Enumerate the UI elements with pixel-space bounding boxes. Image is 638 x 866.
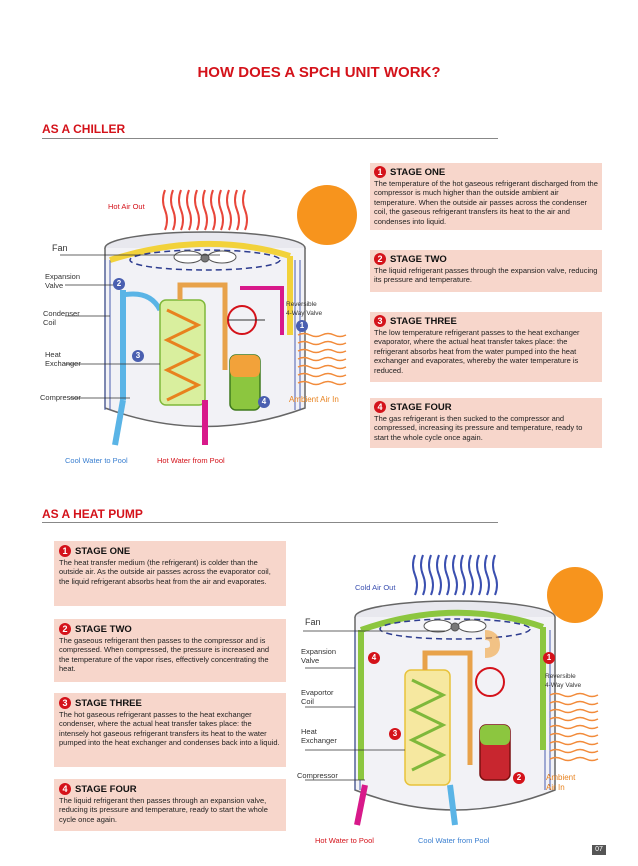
expansion-valve-label: Expansion Valve	[301, 647, 337, 665]
stage-title: STAGE TWO	[75, 623, 132, 635]
stage-number: 2	[374, 253, 386, 265]
hot-air-arrows-icon	[162, 189, 248, 231]
reversible-valve-label: Reversible 4-Way Valve	[545, 673, 582, 689]
marker-3: 3	[132, 350, 144, 362]
cold-air-out-label: Cold Air Out	[355, 583, 396, 592]
heatpump-stage-two: 2 STAGE TWO The gaseous refrigerant then …	[54, 619, 286, 682]
marker-2: 2	[513, 772, 525, 784]
chiller-stage-one: 1 STAGE ONE The temperature of the hot ga…	[370, 163, 602, 230]
marker-4: 4	[368, 652, 380, 664]
stage-text: The hot gaseous refrigerant passes to th…	[59, 710, 280, 748]
page-number: 07	[592, 845, 606, 855]
cool-water-to-pool-label: Cool Water to Pool	[65, 456, 128, 465]
compressor-label: Compressor	[297, 771, 338, 780]
chiller-stage-two: 2 STAGE TWO The liquid refrigerant passes…	[370, 250, 602, 292]
ambient-air-label: Ambient Air In	[546, 773, 576, 792]
stage-number: 2	[59, 623, 71, 635]
stage-number: 3	[374, 315, 386, 327]
reversible-valve-label: Reversible 4-Way Valve	[286, 301, 323, 317]
heat-exchanger-label: Heat Exchanger	[301, 727, 337, 745]
stage-text: The temperature of the hot gaseous refri…	[374, 179, 598, 226]
marker-1: 1	[296, 320, 308, 332]
stage-title: STAGE FOUR	[75, 783, 137, 795]
marker-1: 1	[543, 652, 555, 664]
stage-title: STAGE ONE	[390, 166, 446, 178]
stage-title: STAGE TWO	[390, 253, 447, 265]
marker-2: 2	[113, 278, 125, 290]
heatpump-stage-one: 1 STAGE ONE The heat transfer medium (the…	[54, 541, 286, 606]
stage-number: 4	[59, 783, 71, 795]
stage-text: The liquid refrigerant then passes throu…	[59, 796, 268, 824]
stage-text: The heat transfer medium (the refrigeran…	[59, 558, 271, 586]
stage-title: STAGE FOUR	[390, 401, 452, 413]
stage-number: 1	[374, 166, 386, 178]
stage-number: 4	[374, 401, 386, 413]
cold-air-arrows-icon	[412, 554, 498, 596]
fan-label: Fan	[52, 243, 68, 253]
stage-title: STAGE THREE	[390, 315, 457, 327]
expansion-valve-label: Expansion Valve	[45, 272, 81, 290]
heatpump-heading: AS A HEAT PUMP	[42, 507, 143, 521]
stage-text: The gas refrigerant is then sucked to th…	[374, 414, 583, 442]
ambient-air-waves-icon	[297, 332, 347, 386]
chiller-heading: AS A CHILLER	[42, 122, 126, 136]
marker-3: 3	[389, 728, 401, 740]
fan-label: Fan	[305, 617, 321, 627]
chiller-divider	[42, 138, 498, 139]
marker-4: 4	[258, 396, 270, 408]
stage-number: 3	[59, 697, 71, 709]
stage-text: The liquid refrigerant passes through th…	[374, 266, 598, 285]
chiller-diagram	[60, 185, 357, 446]
sun-icon	[547, 567, 603, 623]
hot-water-from-pool-label: Hot Water from Pool	[157, 456, 225, 465]
page-title: HOW DOES A SPCH UNIT WORK?	[197, 64, 441, 81]
fan-icon	[173, 250, 237, 264]
hot-air-out-label: Hot Air Out	[108, 202, 145, 211]
chiller-stage-four: 4 STAGE FOUR The gas refrigerant is then …	[370, 398, 602, 448]
stage-title: STAGE ONE	[75, 545, 131, 557]
fan-icon	[423, 619, 487, 633]
ambient-air-label: Ambient Air In	[289, 395, 339, 404]
heatpump-diagram	[303, 554, 603, 826]
hot-water-to-pool-label: Hot Water to Pool	[315, 836, 374, 845]
ambient-air-waves-icon	[549, 692, 599, 762]
cool-water-from-pool-label: Cool Water from Pool	[418, 836, 490, 845]
heatpump-stage-four: 4 STAGE FOUR The liquid refrigerant then …	[54, 779, 286, 831]
stage-number: 1	[59, 545, 71, 557]
stage-title: STAGE THREE	[75, 697, 142, 709]
evaporator-coil-label: Evaportor Coil	[301, 688, 334, 706]
stage-text: The gaseous refrigerant then passes to t…	[59, 636, 270, 674]
heatpump-stage-three: 3 STAGE THREE The hot gaseous refrigerant…	[54, 693, 286, 767]
sun-icon	[297, 185, 357, 245]
compressor-label: Compressor	[40, 393, 81, 402]
chiller-stage-three: 3 STAGE THREE The low temperature refrige…	[370, 312, 602, 382]
condenser-coil-label: Condenser Coil	[43, 309, 80, 327]
stage-text: The low temperature refrigerant passes t…	[374, 328, 580, 375]
heatpump-divider	[42, 522, 498, 523]
heat-exchanger-label: Heat Exchanger	[45, 350, 81, 368]
